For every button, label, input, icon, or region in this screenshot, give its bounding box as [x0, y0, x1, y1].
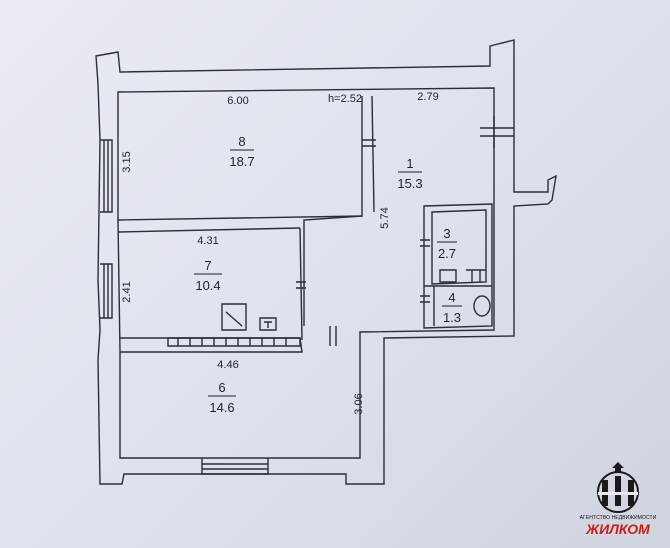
outer-wall [95, 39, 557, 485]
room-3-area: 2.7 [438, 246, 456, 261]
room-3-number: 3 [443, 226, 450, 241]
room-4-label: 4 1.3 [442, 290, 462, 325]
bath-tap [466, 269, 486, 282]
partition-7-right [299, 227, 303, 341]
window-bottom [201, 458, 269, 475]
bath-inner [431, 209, 487, 285]
logo-bar-2 [615, 476, 621, 506]
window-right [480, 116, 514, 148]
walls [95, 39, 557, 485]
agency-caption: АГЕНТСТВО НЕДВИЖИМОСТИ [579, 515, 657, 521]
room-7-label: 7 10.4 [194, 258, 222, 293]
dimension-4-31: 4.31 [197, 235, 218, 247]
window-left-2 [100, 263, 113, 319]
dimension-6-00: 6.00 [227, 95, 248, 107]
room-3-label: 3 2.7 [437, 226, 457, 261]
logo-cross-line [598, 492, 638, 495]
door-tick-3 [329, 326, 337, 346]
agency-logo-icon [597, 462, 639, 513]
agency-brand-name: ЖИЛКОМ [586, 521, 650, 537]
stove-diagonal [225, 311, 243, 327]
room-8-number: 8 [238, 134, 245, 149]
room-6-number: 6 [218, 380, 225, 395]
inner-wall [117, 87, 495, 459]
room-6-label: 6 14.6 [208, 380, 236, 415]
room-4-area: 1.3 [443, 310, 461, 325]
stove-box [221, 303, 247, 331]
room-8-label: 8 18.7 [229, 134, 254, 169]
dimension-3-15: 3.15 [121, 151, 133, 172]
toilet [473, 295, 491, 317]
dimension-height: h=2.52 [328, 93, 362, 105]
dimension-5-74: 5.74 [379, 207, 391, 228]
sink [259, 317, 277, 331]
door-tick-2 [296, 281, 306, 289]
crown-icon [612, 462, 624, 472]
room-7-area: 10.4 [195, 278, 220, 293]
room-1-number: 1 [406, 156, 413, 171]
partition-7-top [117, 227, 301, 233]
bath-sink [439, 269, 457, 283]
room-1-label: 1 15.3 [397, 156, 422, 191]
radiator [167, 337, 301, 347]
room-7-number: 7 [204, 258, 211, 273]
room-4-number: 4 [448, 290, 455, 305]
dimension-4-46: 4.46 [217, 359, 238, 371]
room-8-area: 18.7 [229, 154, 254, 169]
radiator-ribs [177, 338, 287, 346]
room-1-area: 15.3 [397, 176, 422, 191]
door-tick-4 [420, 239, 430, 247]
room-6-area: 14.6 [209, 400, 234, 415]
door-tick-5 [420, 295, 430, 303]
dimension-2-79: 2.79 [417, 91, 438, 103]
partition-corridor [303, 215, 363, 326]
partition-1-left [371, 95, 375, 213]
dimension-2-41: 2.41 [121, 281, 133, 302]
bathroom-block [423, 203, 493, 329]
door-tick-1 [362, 139, 376, 147]
dimension-3-06: 3.06 [353, 393, 365, 414]
window-left-1 [100, 139, 113, 213]
